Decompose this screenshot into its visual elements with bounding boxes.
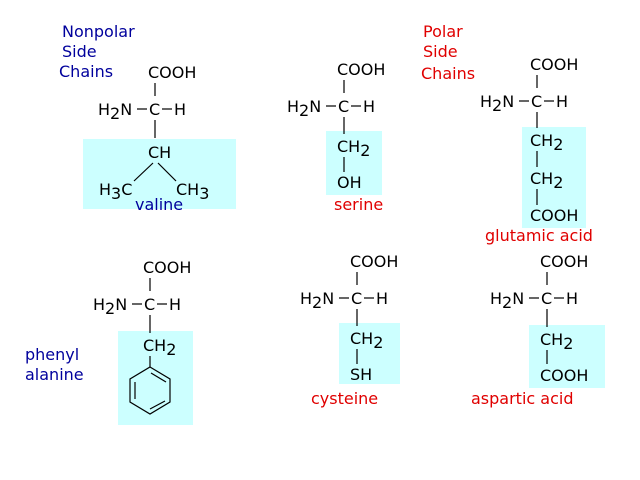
cooh-label: COOH: [530, 206, 578, 225]
alpha-hydrogen-label: H: [376, 289, 388, 308]
valine-side-chain-box: [83, 139, 236, 209]
bond: [133, 162, 154, 182]
ch3-label: CH3: [176, 180, 209, 203]
cysteine-structure: COOH H2N C H CH2 SH cysteine: [300, 252, 398, 408]
h2n-label: H2N: [300, 289, 334, 312]
phenylalanine-side-chain-box: [118, 331, 193, 425]
h2n-label: H2N: [98, 100, 132, 123]
polar-heading-line-1: Polar: [423, 22, 463, 41]
ch2-label: CH2: [530, 131, 563, 154]
valine-name: valine: [135, 195, 183, 214]
h3c-label: H3C: [99, 180, 132, 203]
aspartic-acid-side-chain-box: [529, 325, 605, 388]
alpha-hydrogen-label: H: [174, 100, 186, 119]
alpha-carbon-label: C: [531, 92, 542, 111]
side-chain-boxes: [83, 127, 605, 425]
oh-label: OH: [337, 173, 362, 192]
cooh-label: COOH: [337, 60, 385, 79]
alpha-carbon-label: C: [149, 100, 160, 119]
h2n-label: H2N: [480, 92, 514, 115]
ch2-label: CH2: [540, 330, 573, 353]
serine-side-chain-box: [326, 131, 382, 195]
alpha-hydrogen-label: H: [363, 97, 375, 116]
polar-heading-line-3: Chains: [421, 64, 475, 83]
h2n-label: H2N: [287, 97, 321, 120]
cooh-label: COOH: [530, 55, 578, 74]
bond: [157, 162, 177, 182]
glutamic-acid-structure: COOH H2N C H CH2 CH2 COOH glutamic acid: [480, 55, 593, 245]
alpha-carbon-label: C: [541, 289, 552, 308]
alpha-carbon-label: C: [338, 97, 349, 116]
phenylalanine-structure: COOH H2N C H CH2 phenyl alanine: [25, 258, 191, 415]
polar-heading-line-2: Side: [423, 42, 458, 61]
glutamic-acid-side-chain-box: [522, 127, 586, 228]
glutamic-acid-name: glutamic acid: [485, 226, 593, 245]
cooh-label: COOH: [540, 366, 588, 385]
alpha-hydrogen-label: H: [566, 289, 578, 308]
phenylalanine-name-line-2: alanine: [25, 365, 84, 384]
alpha-hydrogen-label: H: [556, 92, 568, 111]
cooh-label: COOH: [148, 63, 196, 82]
phenylalanine-name-line-1: phenyl: [25, 345, 79, 364]
nonpolar-heading: Nonpolar Side Chains: [59, 22, 135, 81]
serine-structure: COOH H2N C H CH2 OH serine: [287, 60, 385, 214]
aspartic-acid-name: aspartic acid: [471, 389, 573, 408]
h2n-label: H2N: [93, 295, 127, 318]
nonpolar-heading-line-3: Chains: [59, 62, 113, 81]
sh-label: SH: [350, 365, 372, 384]
nonpolar-heading-line-1: Nonpolar: [62, 22, 135, 41]
ch2-label: CH2: [337, 137, 370, 160]
ch-label: CH: [148, 143, 171, 162]
ch2-label: CH2: [143, 336, 176, 359]
alpha-hydrogen-label: H: [169, 295, 181, 314]
serine-name: serine: [334, 195, 383, 214]
polar-heading: Polar Side Chains: [421, 22, 475, 83]
aspartic-acid-structure: COOH H2N C H CH2 COOH aspartic acid: [471, 252, 588, 408]
ch2-label: CH2: [530, 169, 563, 192]
alpha-carbon-label: C: [144, 295, 155, 314]
ch2-label: CH2: [350, 329, 383, 352]
cooh-label: COOH: [540, 252, 588, 271]
benzene-ring-icon: [129, 366, 171, 415]
valine-structure: COOH H2N C H CH H3C CH3 valine: [98, 63, 209, 214]
cooh-label: COOH: [143, 258, 191, 277]
h2n-label: H2N: [490, 289, 524, 312]
nonpolar-heading-line-2: Side: [62, 42, 97, 61]
cysteine-name: cysteine: [311, 389, 378, 408]
alpha-carbon-label: C: [351, 289, 362, 308]
cysteine-side-chain-box: [339, 323, 400, 384]
cooh-label: COOH: [350, 252, 398, 271]
